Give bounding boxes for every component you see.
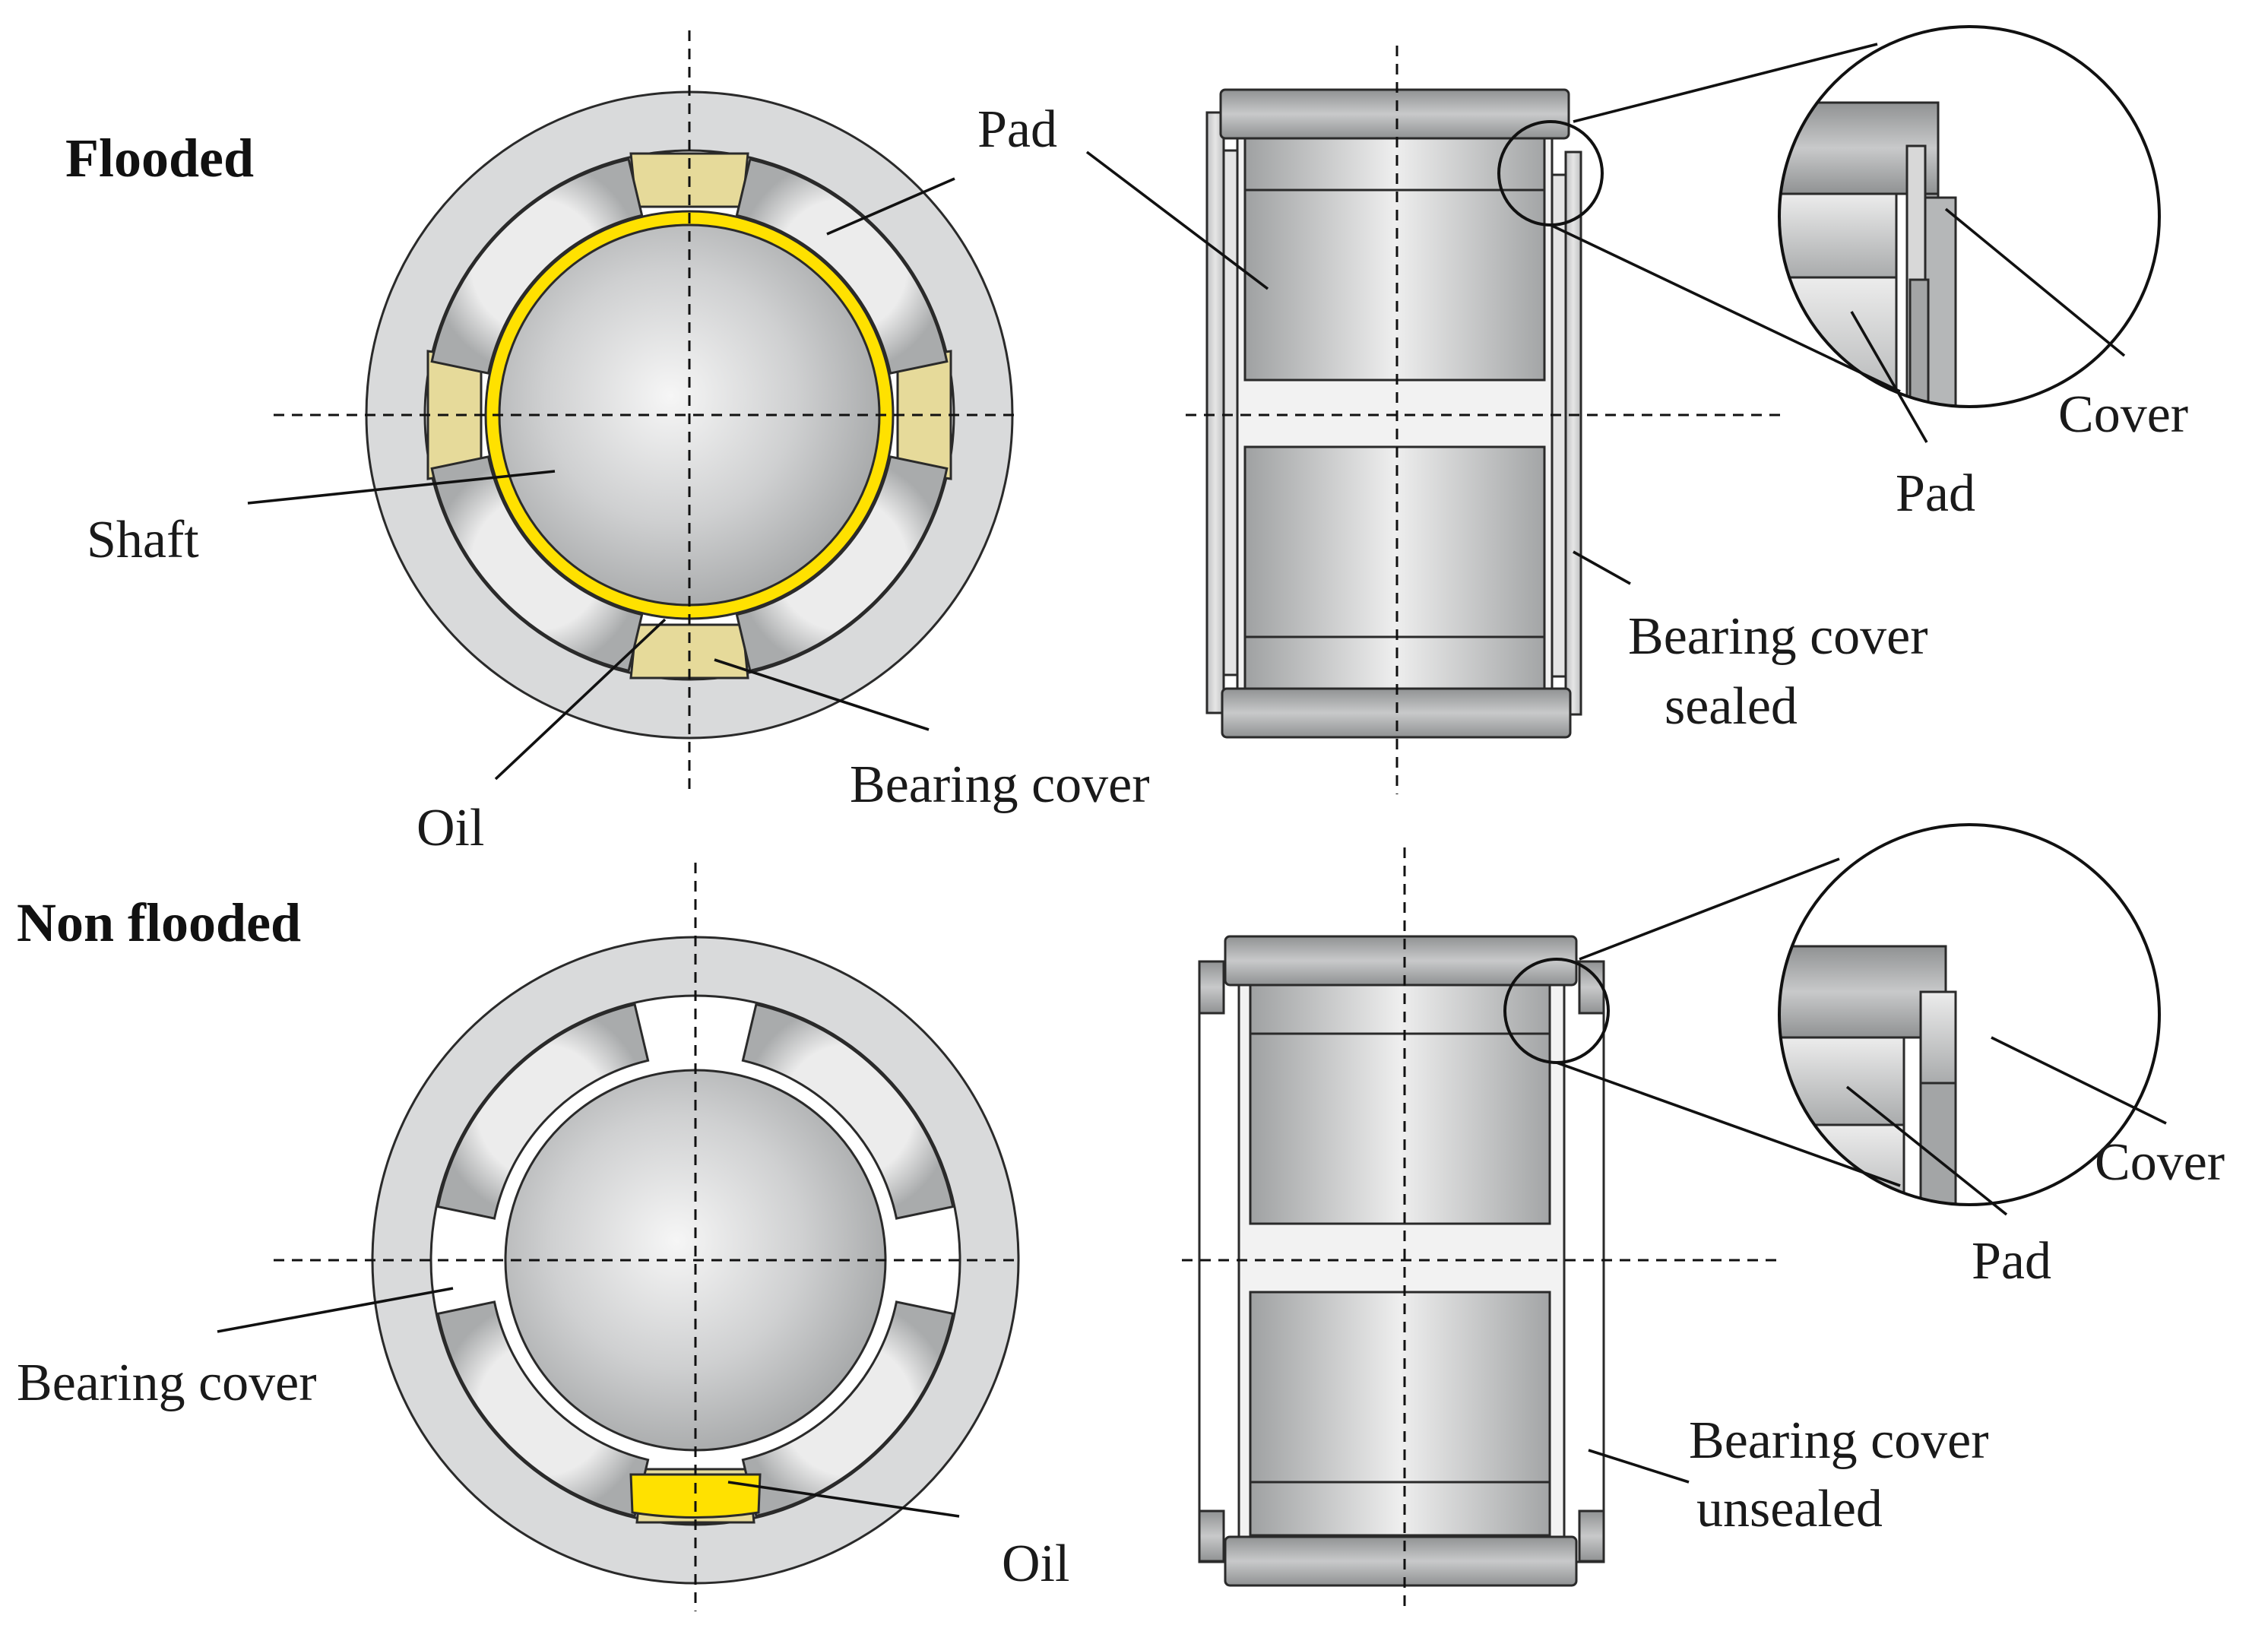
pad-side-top-lip bbox=[1243, 134, 1546, 192]
label-detail-pad: Pad bbox=[1972, 1232, 2051, 1291]
cover-right-cap-bottom bbox=[1578, 1509, 1605, 1563]
label-bearing-cover-side-line2: unsealed bbox=[1696, 1480, 1883, 1538]
leader-lines bbox=[217, 150, 2167, 1518]
section-title-flooded: Flooded bbox=[65, 128, 254, 188]
cover-left-cap-top bbox=[1198, 960, 1225, 1015]
pad-1 bbox=[735, 157, 949, 375]
flooded-detail-lens bbox=[1778, 25, 2161, 408]
cover-left bbox=[1205, 111, 1225, 714]
label-pad: Pad bbox=[977, 100, 1057, 159]
flooded-side-view bbox=[1205, 88, 1582, 739]
label-bearing-cover: Bearing cover bbox=[17, 1354, 317, 1412]
label-bearing-cover: Bearing cover bbox=[850, 755, 1150, 814]
pad-4 bbox=[436, 1003, 650, 1220]
cover-left-inner bbox=[1222, 149, 1239, 676]
cover-right-cap-top bbox=[1578, 960, 1605, 1015]
cover-left bbox=[1198, 960, 1240, 1563]
pad-side-bottom bbox=[1249, 1291, 1551, 1484]
pad-4 bbox=[430, 157, 644, 375]
detail-lens-border bbox=[1778, 25, 2161, 408]
housing-bar-top bbox=[1219, 88, 1570, 140]
pads bbox=[430, 157, 949, 673]
pad-side-bottom-lip bbox=[1249, 1481, 1551, 1537]
cover-right bbox=[1563, 960, 1605, 1563]
housing-bar-bottom bbox=[1224, 1535, 1578, 1587]
cover-right-inner bbox=[1551, 173, 1567, 678]
pad-2 bbox=[741, 1300, 955, 1518]
pad-side-top-lip bbox=[1249, 979, 1551, 1035]
non-flooded-side-view bbox=[1198, 935, 1605, 1587]
pad-side-bottom bbox=[1243, 445, 1546, 638]
zoom-indicators bbox=[1497, 43, 1901, 1187]
detail-lens-border bbox=[1778, 823, 2161, 1206]
pad-3 bbox=[430, 455, 644, 673]
label-bearing-cover-side-line2: sealed bbox=[1665, 677, 1798, 736]
pad-side-top bbox=[1249, 1032, 1551, 1225]
section-title-non-flooded: Non flooded bbox=[17, 892, 301, 953]
pad-side-top bbox=[1243, 188, 1546, 382]
label-bearing-cover-side-line1: Bearing cover bbox=[1628, 607, 1928, 666]
label-detail-pad: Pad bbox=[1896, 464, 1975, 523]
pad-side-bottom-lip bbox=[1243, 635, 1546, 692]
pads bbox=[436, 1003, 955, 1518]
housing-bar-top bbox=[1224, 935, 1578, 987]
labels: Flooded Pad Shaft Oil Bearing cover Bear… bbox=[17, 100, 2225, 1593]
cover-left-cap-bottom bbox=[1198, 1509, 1225, 1563]
pad-3 bbox=[436, 1300, 650, 1518]
label-detail-cover: Cover bbox=[2095, 1133, 2225, 1192]
label-oil: Oil bbox=[417, 799, 484, 857]
oil-puddle bbox=[629, 1473, 762, 1519]
label-oil: Oil bbox=[1002, 1535, 1069, 1593]
zoom-circle-non-flooded bbox=[1503, 958, 1610, 1064]
label-shaft: Shaft bbox=[87, 511, 199, 569]
center-lines bbox=[274, 30, 1786, 1611]
label-bearing-cover-side-line1: Bearing cover bbox=[1689, 1411, 1989, 1470]
pad-1 bbox=[741, 1003, 955, 1220]
label-detail-cover: Cover bbox=[2058, 385, 2188, 444]
